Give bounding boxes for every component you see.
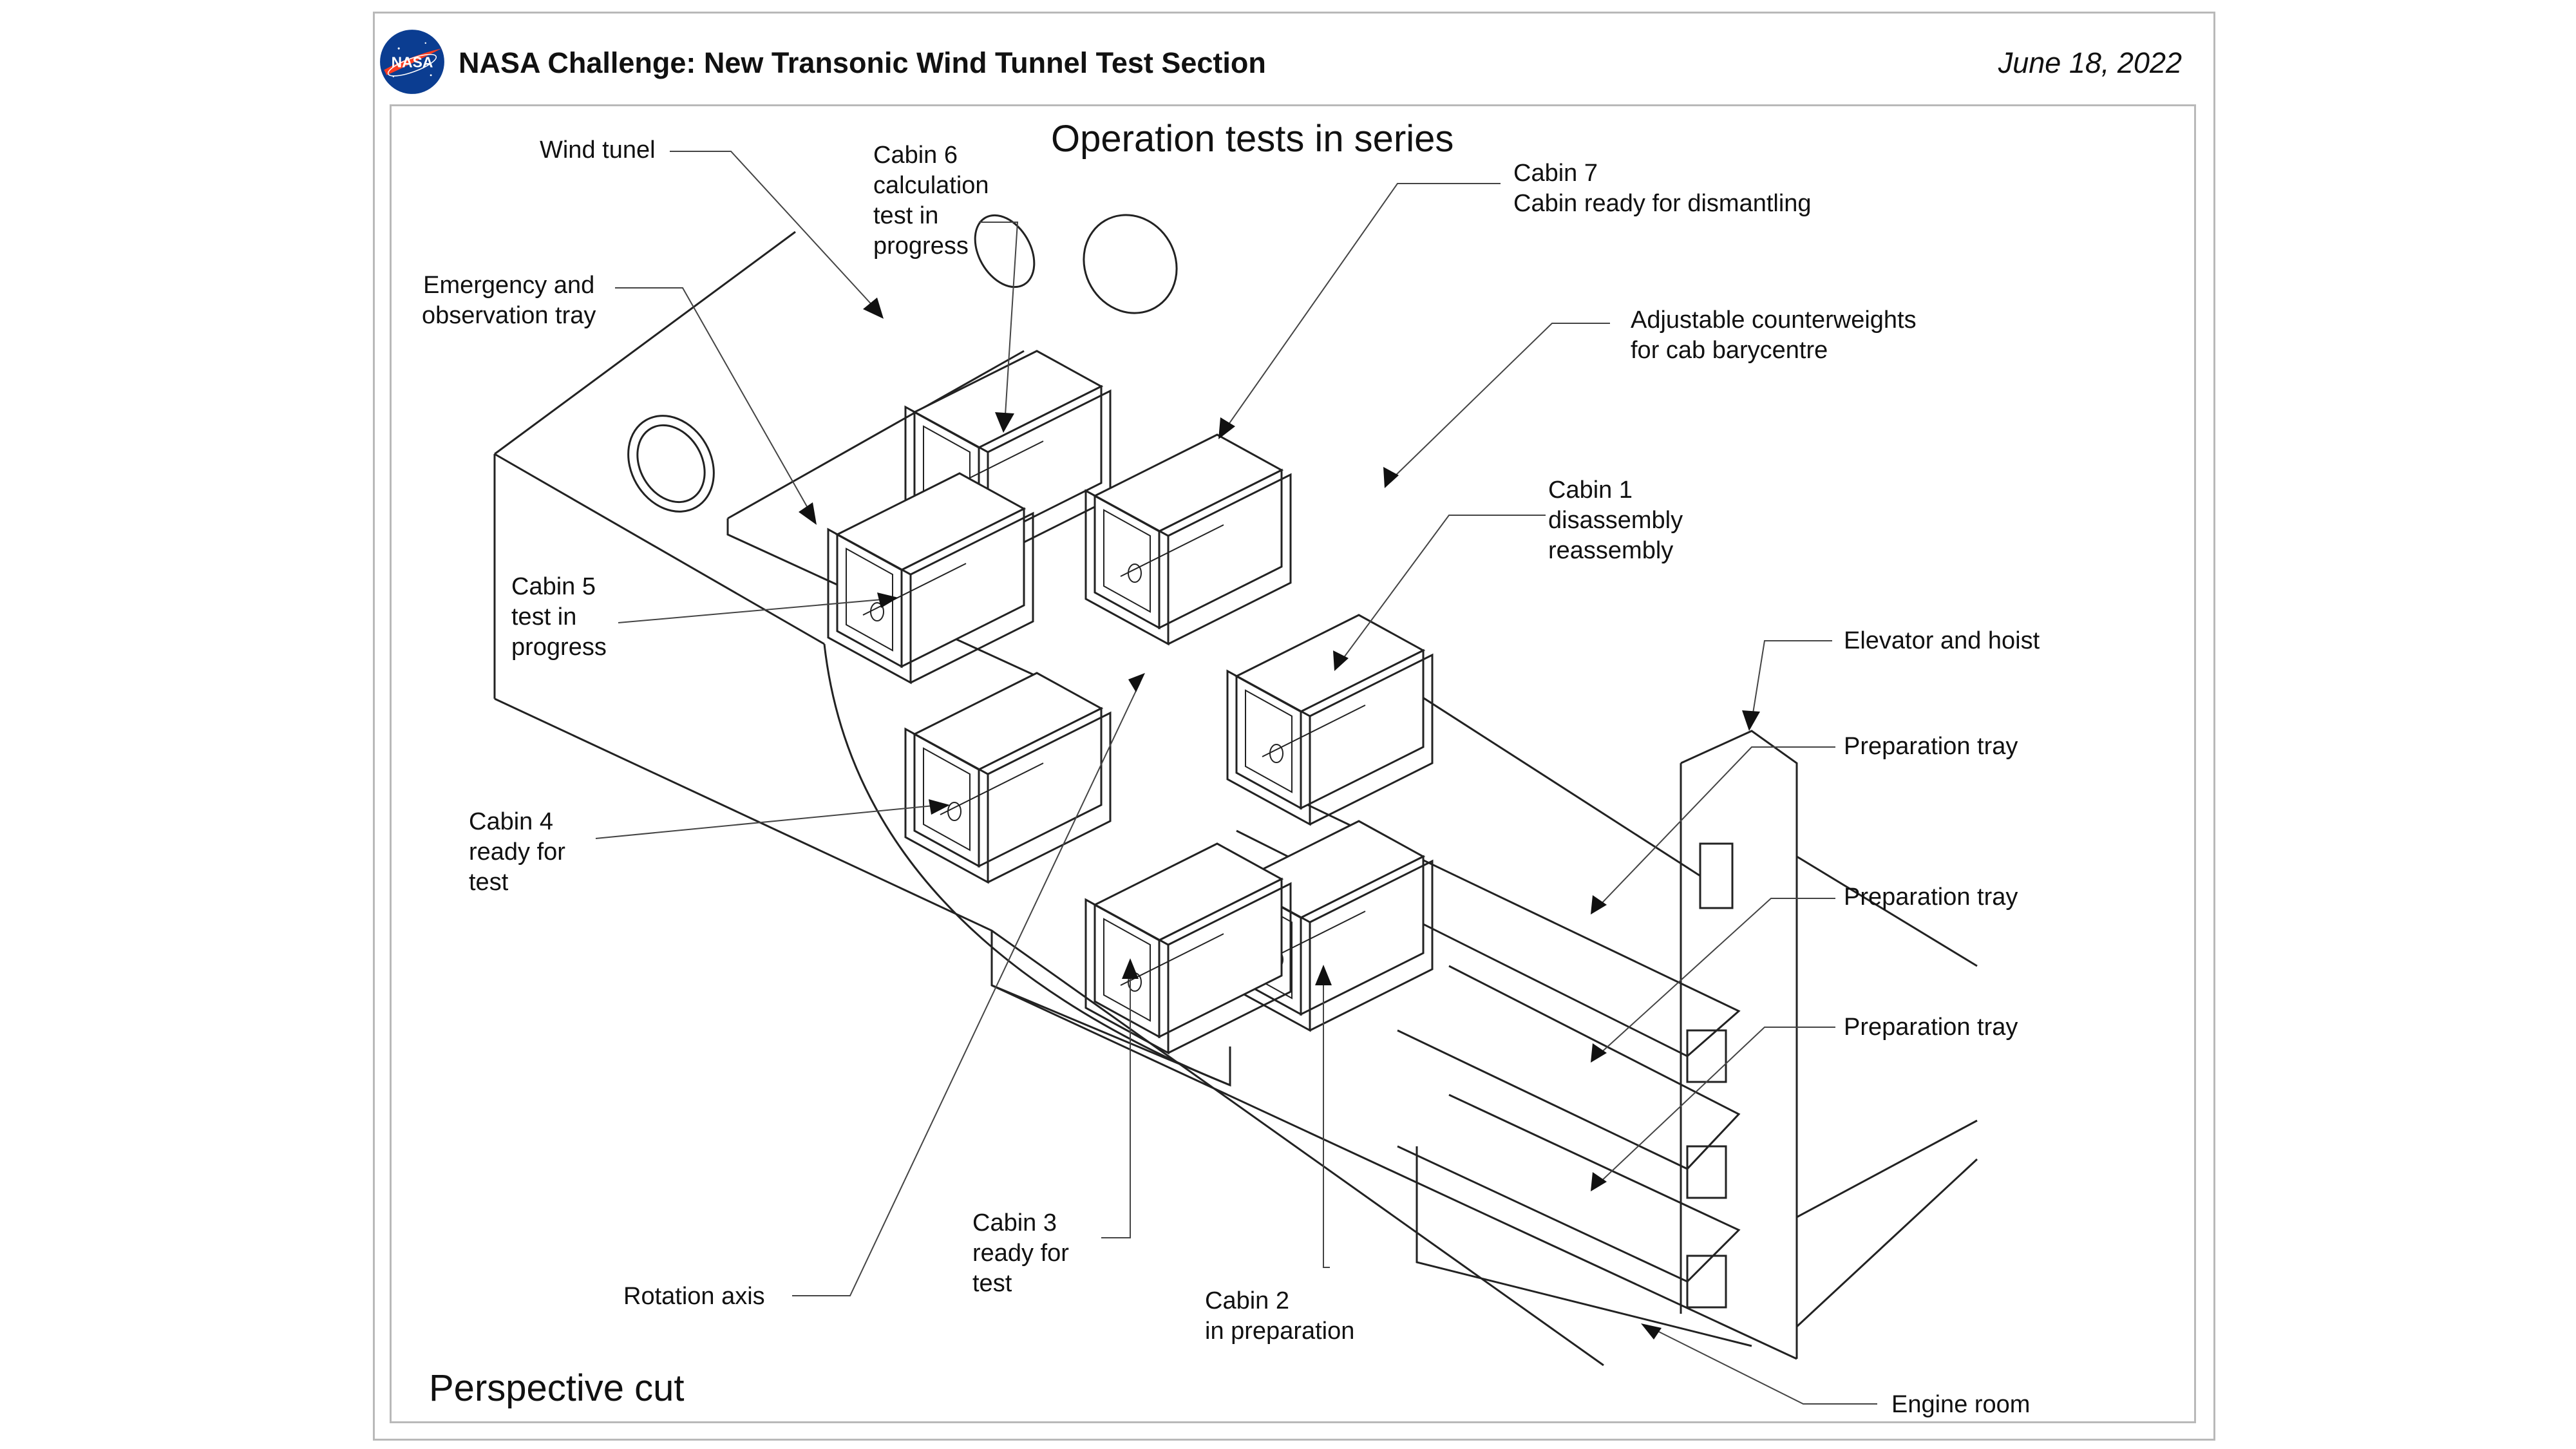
page-title: NASA Challenge: New Transonic Wind Tunne… [459, 46, 1266, 79]
label-elevator: Elevator and hoist [1844, 627, 2040, 654]
label-cabin-6: Cabin 6 calculation test in progress [873, 142, 989, 260]
label-cabin-5: Cabin 5 test in progress [511, 573, 607, 661]
label-preparation-tray-2: Preparation tray [1844, 884, 2018, 911]
outer-frame [373, 12, 2215, 1441]
document-date: June 18, 2022 [1998, 46, 2182, 79]
nasa-logo-text: NASA [392, 53, 433, 70]
label-cabin-3: Cabin 3 ready for test [972, 1209, 1069, 1297]
drawing-frame [390, 104, 2196, 1423]
label-preparation-tray-1: Preparation tray [1844, 733, 2018, 760]
label-emergency-tray: Emergency and observation tray [422, 272, 596, 329]
wind-tunnel-duct [627, 214, 1178, 513]
diagram-heading: Operation tests in series [1051, 118, 1454, 160]
label-cabin-2: Cabin 2 in preparation [1205, 1287, 1355, 1345]
nasa-logo: NASA [380, 30, 444, 94]
label-counterweights: Adjustable counterweights for cab baryce… [1631, 307, 1917, 364]
label-engine-room: Engine room [1891, 1391, 2031, 1418]
leader-lines [595, 151, 1877, 1405]
label-cabin-4: Cabin 4 ready for test [469, 808, 565, 896]
label-preparation-tray-3: Preparation tray [1844, 1014, 2018, 1041]
leader-arrowheads [799, 298, 1760, 1340]
label-rotation-axis: Rotation axis [623, 1283, 765, 1310]
diagram-footer: Perspective cut [429, 1367, 685, 1409]
structure-outline [493, 231, 1978, 1367]
label-cabin-1: Cabin 1 disassembly reassembly [1548, 477, 1683, 564]
label-wind-tunnel: Wind tunel [540, 137, 656, 164]
label-cabin-7: Cabin 7 Cabin ready for dismantling [1513, 160, 1812, 217]
